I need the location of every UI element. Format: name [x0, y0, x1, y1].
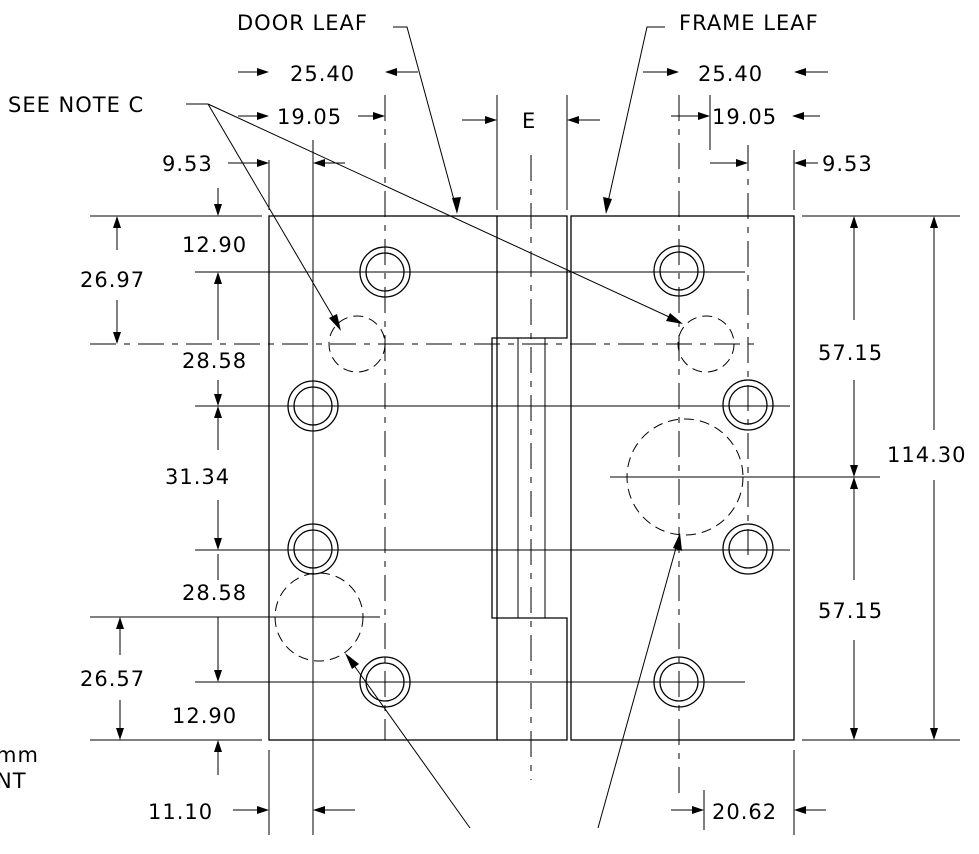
bottom-dimensions: [233, 750, 826, 835]
dim-label: 12.90: [182, 233, 247, 257]
frame-leaf-label: FRAME LEAF: [679, 11, 819, 35]
dim-label: 26.97: [80, 268, 145, 292]
hidden-hole: [677, 315, 735, 373]
left-dimensions: [90, 188, 262, 775]
unit-text: mm: [0, 743, 39, 767]
dim-label: 9.53: [822, 152, 873, 176]
hidden-hole: [274, 572, 364, 662]
screw-holes: [287, 245, 774, 708]
dim-label: 26.57: [80, 667, 145, 691]
dim-label: 19.05: [712, 105, 777, 129]
dim-label: 28.58: [182, 581, 247, 605]
dim-label: 114.30: [887, 443, 966, 467]
dim-label: 12.90: [172, 704, 237, 728]
dim-label: 28.58: [182, 349, 247, 373]
right-dimensions: [802, 215, 960, 741]
dim-label: 11.10: [148, 800, 213, 824]
door-leaf-outline: [268, 215, 498, 741]
dim-label: 25.40: [290, 62, 355, 86]
hidden-hole: [328, 315, 386, 373]
knuckle-outline: [491, 215, 568, 741]
dim-label: 20.62: [712, 800, 777, 824]
dim-label: 25.40: [698, 62, 763, 86]
e-label: E: [522, 109, 536, 133]
hidden-hole: [626, 418, 744, 536]
dim-label: 9.53: [162, 152, 213, 176]
see-note-c-label: SEE NOTE C: [8, 93, 144, 117]
frame-leaf-outline: [570, 215, 795, 741]
unit-text: NT: [0, 769, 27, 793]
dim-label: 31.34: [165, 465, 230, 489]
door-leaf-label: DOOR LEAF: [237, 11, 368, 35]
dim-label: 19.05: [277, 105, 342, 129]
dim-label: 57.15: [818, 341, 883, 365]
top-dimensions: [228, 68, 828, 210]
leaders: [186, 26, 683, 829]
dim-label: 57.15: [818, 599, 883, 623]
